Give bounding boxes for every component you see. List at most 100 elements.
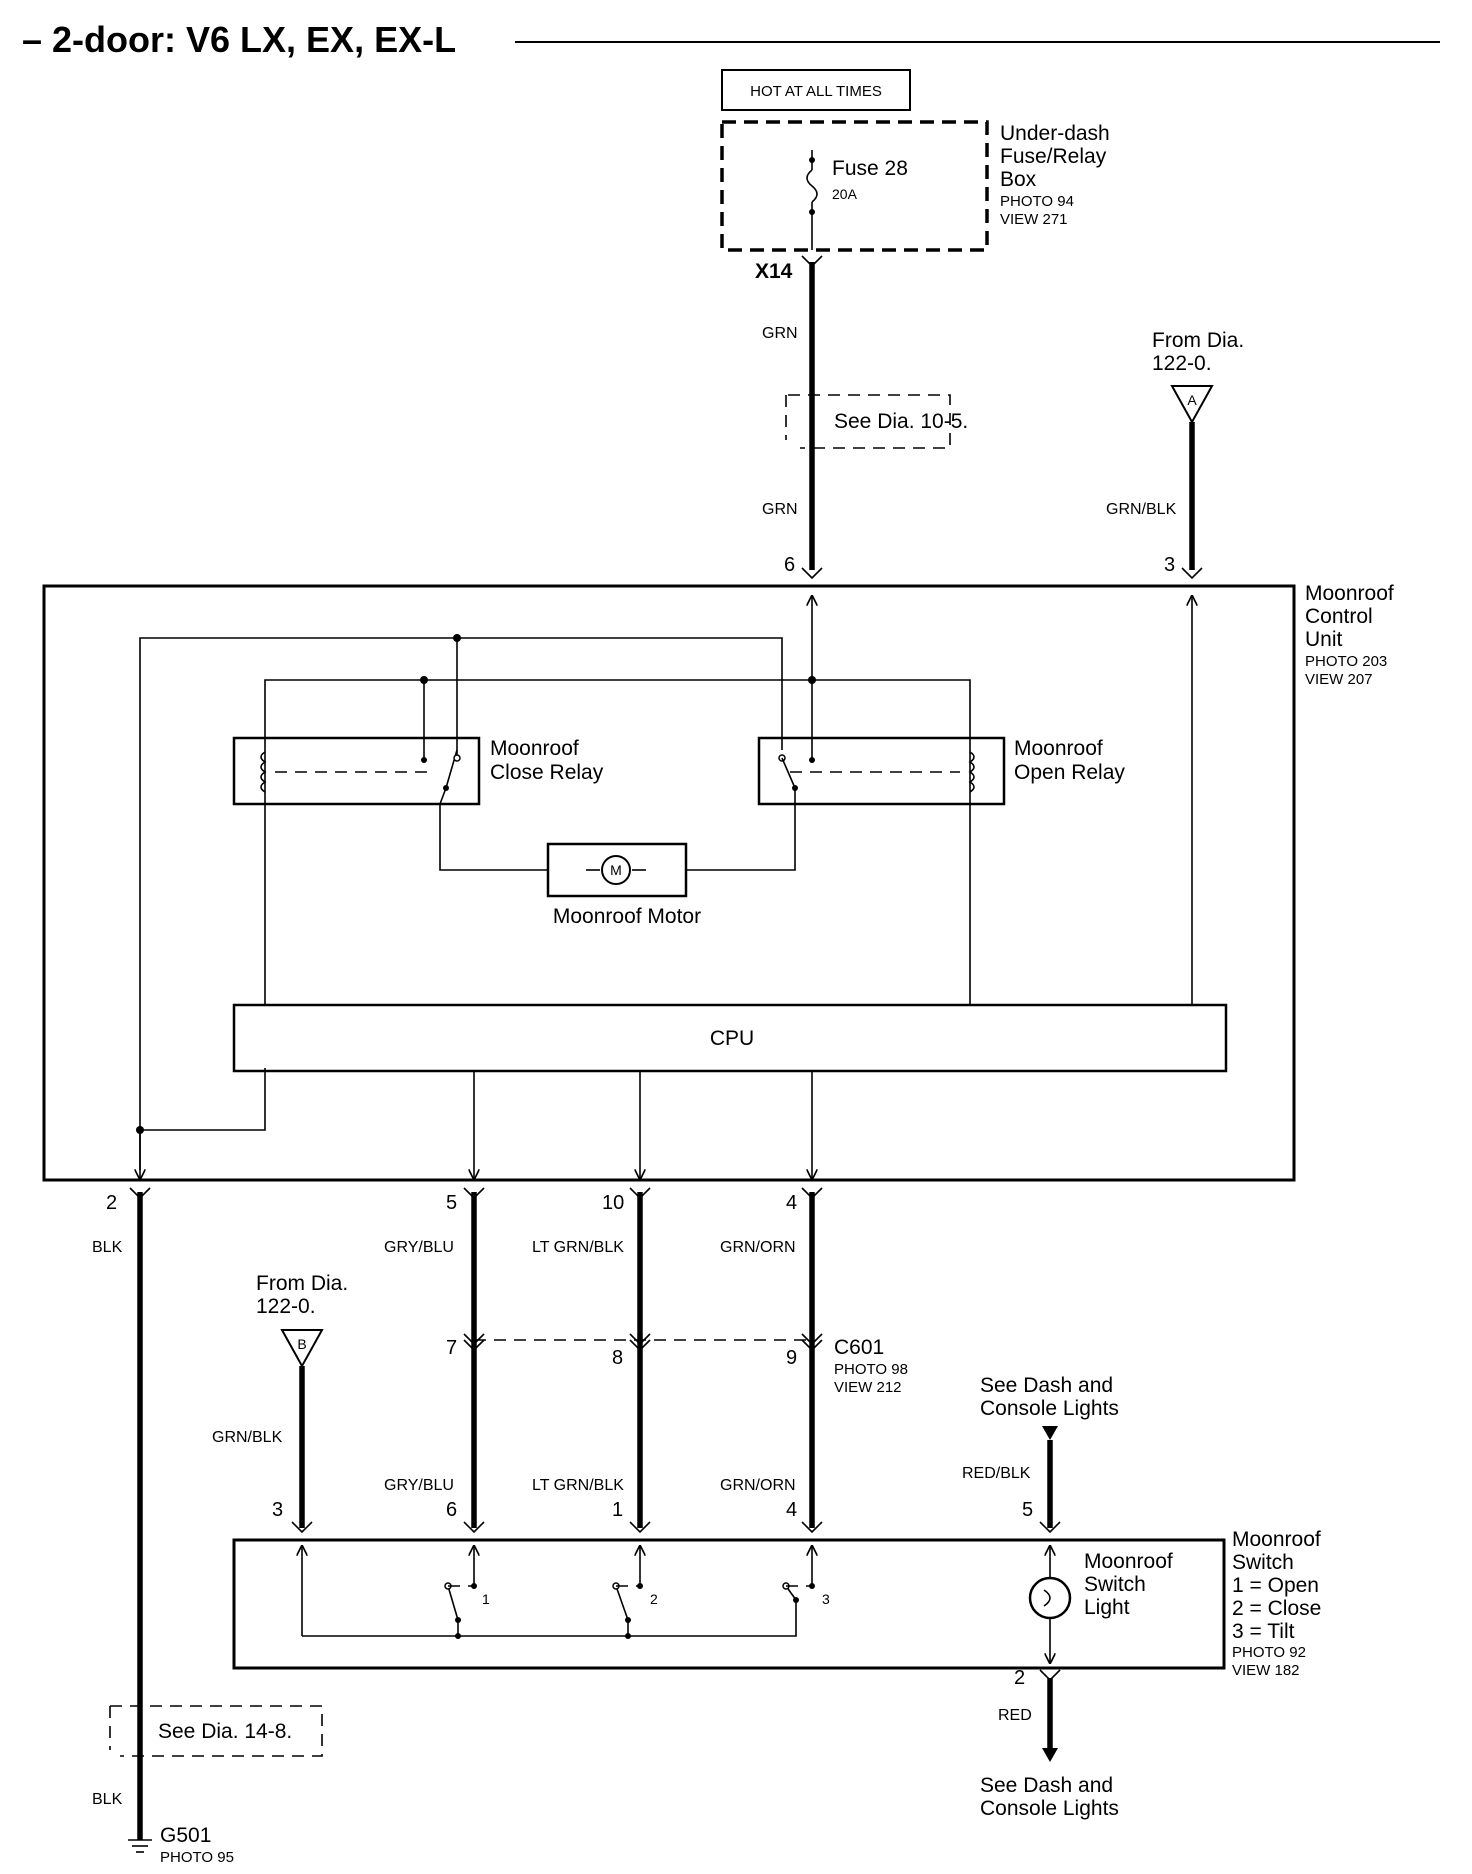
wire-label-red-blk: RED/BLK: [962, 1465, 1031, 1482]
from-dia-a-1: From Dia.: [1152, 329, 1244, 352]
see-dia-14-8: See Dia. 14-8.: [109, 1705, 323, 1757]
from-dia-a-2: 122-0.: [1152, 352, 1212, 375]
close-relay-coil: [260, 751, 267, 793]
wire-label-grn-orn-lower: GRN/ORN: [720, 1477, 796, 1494]
ground-name: G501: [160, 1824, 211, 1847]
pin-sw-1: 1: [612, 1499, 623, 1521]
connector-a-icon: [1170, 385, 1214, 425]
pin-sw-5: 5: [1022, 1499, 1033, 1521]
hot-label: HOT AT ALL TIMES: [750, 83, 882, 100]
moonroof-motor: M: [546, 842, 688, 898]
control-unit-photo: PHOTO 203: [1305, 653, 1387, 670]
fuse-symbol: [806, 169, 818, 203]
control-unit-name-3: Unit: [1305, 628, 1343, 651]
open-relay-label-1: Moonroof: [1014, 737, 1103, 760]
close-relay-label-1: Moonroof: [490, 737, 579, 760]
pin-c601-8: 8: [612, 1347, 623, 1369]
pin-c601-9: 9: [786, 1347, 797, 1369]
cpu-label: CPU: [710, 1027, 754, 1050]
pin-cu-4: 4: [786, 1192, 797, 1214]
box-name-3: Box: [1000, 168, 1037, 191]
motor-icon: [601, 855, 631, 885]
arrow-down-icon-2: [1042, 1748, 1058, 1762]
pin-sw-4: 4: [786, 1499, 797, 1521]
wire-label-grn-blk-top: GRN/BLK: [1106, 501, 1177, 518]
pin-sw-6: 6: [446, 1499, 457, 1521]
switch-name-2: Switch: [1232, 1551, 1294, 1574]
arrow-down-icon: [1042, 1426, 1058, 1440]
dash-bottom-1: See Dash and: [980, 1774, 1113, 1797]
switch-view: VIEW 182: [1232, 1662, 1300, 1679]
switch-contact-2: 2: [612, 1582, 658, 1639]
pin-cu-2: 2: [106, 1192, 117, 1214]
connector-b-label: B: [297, 1336, 306, 1352]
wire-label-gry-blu-lower: GRY/BLU: [384, 1477, 454, 1494]
pin-cu-10: 10: [602, 1192, 624, 1214]
switch-contact-1: 1: [444, 1582, 490, 1639]
control-unit-view: VIEW 207: [1305, 671, 1373, 688]
pin-cu-5: 5: [446, 1192, 457, 1214]
box-name-2: Fuse/Relay: [1000, 145, 1107, 168]
switch-name-1: Moonroof: [1232, 1528, 1321, 1551]
motor-symbol: M: [610, 862, 622, 878]
see-dia-14-8-label: See Dia. 14-8.: [158, 1720, 292, 1743]
open-relay-label-2: Open Relay: [1014, 761, 1125, 784]
pin-cu-6: 6: [784, 554, 795, 576]
wire-label-gry-blu-upper: GRY/BLU: [384, 1239, 454, 1256]
switch-photo: PHOTO 92: [1232, 1644, 1306, 1661]
moonroof-control-unit: Moonroof Control Unit PHOTO 203 VIEW 207…: [42, 582, 1394, 1182]
wire-label-red: RED: [998, 1707, 1032, 1724]
fuse-rating: 20A: [832, 186, 858, 202]
open-relay-box: [757, 736, 1006, 806]
dash-top-1: See Dash and: [980, 1374, 1113, 1397]
wire-label-grn-lower: GRN: [762, 501, 798, 518]
c601-view: VIEW 212: [834, 1379, 902, 1396]
box-photo: PHOTO 94: [1000, 193, 1074, 210]
close-relay-box: [232, 736, 481, 806]
switch-name-4: 2 = Close: [1232, 1597, 1321, 1620]
see-dia-10-5-label: See Dia. 10-5.: [834, 410, 968, 433]
wire-label-blk-lower: BLK: [92, 1791, 123, 1808]
pin-cu-3: 3: [1164, 554, 1175, 576]
switch-light-label-1: Moonroof: [1084, 1550, 1173, 1573]
switch-contact-1-label: 1: [482, 1591, 490, 1607]
pin-sw-3: 3: [272, 1499, 283, 1521]
diagram-title: – 2-door: V6 LX, EX, EX-L: [22, 19, 456, 60]
switch-light-label-2: Switch: [1084, 1573, 1146, 1596]
ground-photo: PHOTO 95: [160, 1849, 234, 1866]
moonroof-switch: 1 2 3 Moonroof Switch Light Moonr: [232, 1528, 1321, 1679]
c601-name: C601: [834, 1336, 884, 1359]
close-relay-label-2: Close Relay: [490, 761, 604, 784]
cpu-box: [232, 1003, 1228, 1073]
pin-sw-2: 2: [1014, 1667, 1025, 1689]
connector-c601: 7 8 9 C601 PHOTO 98 VIEW 212: [446, 1333, 908, 1396]
wire-label-lt-grn-blk-upper: LT GRN/BLK: [532, 1239, 624, 1256]
switch-name-5: 3 = Tilt: [1232, 1620, 1295, 1643]
box-name-1: Under-dash: [1000, 122, 1110, 145]
box-view: VIEW 271: [1000, 211, 1068, 228]
pin-c601-7: 7: [446, 1337, 457, 1359]
switch-contact-3: 3: [782, 1582, 830, 1607]
switch-contact-2-label: 2: [650, 1591, 658, 1607]
wire-label-grn-orn-upper: GRN/ORN: [720, 1239, 796, 1256]
connector-b-icon: [280, 1329, 324, 1369]
wire-label-grn-upper: GRN: [762, 325, 798, 342]
wire-label-lt-grn-blk-lower: LT GRN/BLK: [532, 1477, 624, 1494]
from-dia-b-1: From Dia.: [256, 1272, 348, 1295]
c601-photo: PHOTO 98: [834, 1361, 908, 1378]
from-dia-b-2: 122-0.: [256, 1295, 316, 1318]
switch-name-3: 1 = Open: [1232, 1574, 1319, 1597]
under-dash-fuse-box: Fuse 28 20A Under-dash Fuse/Relay Box PH…: [720, 120, 1110, 252]
wire-label-grn-blk-switch: GRN/BLK: [212, 1429, 283, 1446]
dash-bottom-2: Console Lights: [980, 1797, 1119, 1820]
control-unit-name-1: Moonroof: [1305, 582, 1394, 605]
open-relay-coil: [968, 751, 975, 793]
dash-top-2: Console Lights: [980, 1397, 1119, 1420]
terminal-x14: X14: [755, 260, 793, 283]
switch-contact-3-label: 3: [822, 1591, 830, 1607]
connector-a-label: A: [1187, 392, 1197, 408]
wire-label-blk-upper: BLK: [92, 1239, 123, 1256]
ground-g501: G501 PHOTO 95: [128, 1824, 234, 1866]
switch-light-label-3: Light: [1084, 1596, 1130, 1619]
